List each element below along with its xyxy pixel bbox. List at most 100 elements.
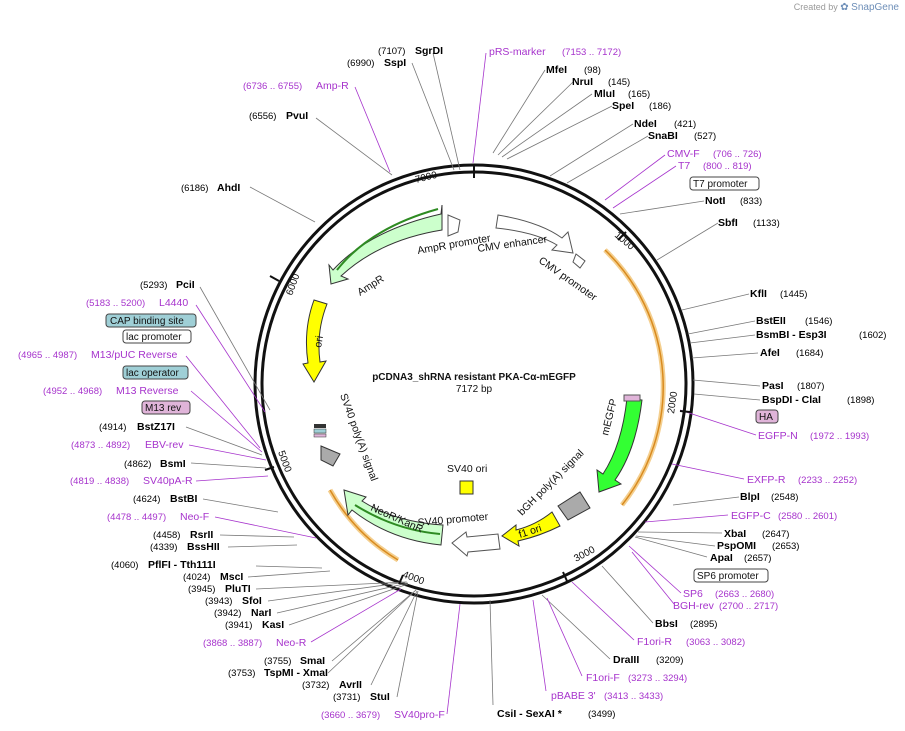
- feature-ampr-promoter[interactable]: [447, 214, 461, 237]
- enzyme-bsshii-label[interactable]: BssHII: [187, 541, 220, 553]
- sp6-promoter-feature[interactable]: SP6 promoter: [693, 568, 769, 583]
- primer-m13-puc-reverse-label[interactable]: M13/pUC Reverse: [91, 349, 178, 361]
- primer-ebv-rev-position: (4873 .. 4892): [71, 440, 130, 451]
- plasmid-name: pCDNA3_shRNA resistant PKA-Cα-mEGFP: [372, 372, 576, 383]
- primer-l4440-label[interactable]: L4440: [159, 297, 188, 309]
- feature-megfp[interactable]: [596, 394, 643, 493]
- enzyme-sspi-label[interactable]: SspI: [384, 57, 406, 69]
- tick-label-6000: 6000: [284, 272, 302, 297]
- feature-neor[interactable]: [343, 489, 444, 546]
- enzyme-mlui-label[interactable]: MluI: [594, 88, 615, 100]
- enzyme-bspdi-clai-label[interactable]: BspDI - ClaI: [762, 394, 821, 406]
- enzyme-noti-label[interactable]: NotI: [705, 195, 725, 207]
- primer-egfp-c-label[interactable]: EGFP-C: [731, 510, 771, 522]
- enzyme-nrui-label[interactable]: NruI: [572, 76, 593, 88]
- enzyme-bbsi-label[interactable]: BbsI: [655, 618, 678, 630]
- feature-f1-ori[interactable]: [501, 511, 561, 547]
- primer-f1ori-r-label[interactable]: F1ori-R: [637, 636, 672, 648]
- enzyme-kasi-label[interactable]: KasI: [262, 619, 284, 631]
- ha-feature[interactable]: HA: [755, 409, 779, 424]
- enzyme-apai-label[interactable]: ApaI: [710, 552, 733, 564]
- primer-prs-marker-position: (7153 .. 7172): [562, 47, 621, 58]
- enzyme-smai-label[interactable]: SmaI: [300, 655, 325, 667]
- enzyme-mfei-position: (98): [584, 65, 601, 76]
- primer-ebv-rev-label[interactable]: EBV-rev: [145, 439, 184, 451]
- enzyme-nari-label[interactable]: NarI: [251, 607, 272, 619]
- enzyme-msci-label[interactable]: MscI: [220, 571, 243, 583]
- label-sv40-promoter: SV40 promoter: [417, 511, 489, 529]
- enzyme-afei-label[interactable]: AfeI: [760, 347, 780, 359]
- enzyme-pflfi-tth111i-label[interactable]: PflFI - Tth111I: [148, 559, 216, 571]
- enzyme-ndei-label[interactable]: NdeI: [634, 118, 657, 130]
- m13-rev-feature[interactable]: M13 rev: [141, 400, 191, 415]
- t7-promoter-feature[interactable]: T7 promoter: [689, 176, 760, 191]
- enzyme-csii-sexai-label[interactable]: CsiI - SexAI *: [497, 708, 563, 720]
- enzyme-sgrdi-label[interactable]: SgrDI: [415, 45, 443, 57]
- enzyme-bsmi-label[interactable]: BsmI: [160, 458, 186, 470]
- enzyme-kasi-position: (3941): [225, 620, 252, 631]
- enzyme-pspomi-label[interactable]: PspOMI: [717, 540, 756, 552]
- tick-label-3000: 3000: [572, 544, 597, 564]
- enzyme-tspmi-xmai-label[interactable]: TspMI - XmaI: [264, 667, 328, 679]
- primer-t7-label[interactable]: T7: [678, 160, 690, 172]
- primer-l4440-position: (5183 .. 5200): [86, 298, 145, 309]
- enzyme-sfoi-label[interactable]: SfoI: [242, 595, 262, 607]
- enzyme-pasi-label[interactable]: PasI: [762, 380, 784, 392]
- primer-cmv-f-label[interactable]: CMV-F: [667, 148, 700, 160]
- primer-exfp-r-label[interactable]: EXFP-R: [747, 474, 786, 486]
- primer-sv40pro-f-position: (3660 .. 3679): [321, 710, 380, 721]
- enzyme-ahdi-position: (6186): [181, 183, 208, 194]
- plasmid-size: 7172 bp: [456, 384, 493, 395]
- enzyme-pluti-position: (3945): [188, 584, 215, 595]
- enzyme-avrii-label[interactable]: AvrII: [339, 679, 362, 691]
- primer-prs-marker-label[interactable]: pRS-marker: [489, 46, 546, 58]
- enzyme-bspdi-clai-position: (1898): [847, 395, 874, 406]
- enzyme-mfei-label[interactable]: MfeI: [546, 64, 567, 76]
- lac-operator-feature[interactable]: lac operator: [122, 365, 189, 380]
- primer-sv40pa-r-label[interactable]: SV40pA-R: [143, 475, 193, 487]
- primer-neo-r-label[interactable]: Neo-R: [276, 637, 307, 649]
- enzyme-draiii-label[interactable]: DraIII: [613, 654, 639, 666]
- enzyme-spei-label[interactable]: SpeI: [612, 100, 634, 112]
- enzyme-ahdi-label[interactable]: AhdI: [217, 182, 240, 194]
- primer-amp-r-label[interactable]: Amp-R: [316, 80, 349, 92]
- enzyme-stui-label[interactable]: StuI: [370, 691, 390, 703]
- enzyme-kfli-label[interactable]: KflI: [750, 288, 767, 300]
- enzyme-pcii-label[interactable]: PciI: [176, 279, 195, 291]
- primer-sv40pro-f-label[interactable]: SV40pro-F: [394, 709, 445, 721]
- feature-cmv-enhancer[interactable]: [495, 214, 574, 254]
- enzyme-bstz17i-label[interactable]: BstZ17I: [137, 421, 175, 433]
- enzyme-blpi-label[interactable]: BlpI: [740, 491, 760, 503]
- feature-ampr[interactable]: [328, 204, 443, 285]
- feature-cmv-promoter[interactable]: [572, 253, 586, 269]
- feature-sv40-ori[interactable]: [459, 480, 474, 495]
- enzyme-rsrii-label[interactable]: RsrII: [190, 529, 213, 541]
- enzyme-snabi-label[interactable]: SnaBI: [648, 130, 678, 142]
- primer-f1ori-f-label[interactable]: F1ori-F: [586, 672, 620, 684]
- primer-pbabe-3-label[interactable]: pBABE 3': [551, 690, 596, 702]
- feature-ori[interactable]: [302, 299, 328, 383]
- enzyme-kfli-position: (1445): [780, 289, 807, 300]
- enzyme-pvui-position: (6556): [249, 111, 276, 122]
- primer-sp6-label[interactable]: SP6: [683, 588, 703, 600]
- feature-bgh-polya[interactable]: [557, 491, 591, 521]
- lac-promoter-feature[interactable]: lac promoter: [122, 329, 192, 344]
- feature-sv40-polya[interactable]: [313, 424, 341, 467]
- enzyme-pvui-label[interactable]: PvuI: [286, 110, 308, 122]
- primer-bgh-rev-label[interactable]: BGH-rev: [673, 600, 715, 612]
- enzyme-sbfi-label[interactable]: SbfI: [718, 217, 738, 229]
- enzyme-xbai-label[interactable]: XbaI: [724, 528, 746, 540]
- primer-egfp-n-label[interactable]: EGFP-N: [758, 430, 798, 442]
- feature-sv40-promoter[interactable]: [451, 531, 501, 557]
- enzyme-smai-position: (3755): [264, 656, 291, 667]
- primer-neo-f-position: (4478 .. 4497): [107, 512, 166, 523]
- primer-neo-f-label[interactable]: Neo-F: [180, 511, 209, 523]
- cap-binding-site-feature[interactable]: CAP binding site: [105, 313, 197, 328]
- enzyme-bsmbi-esp3i-label[interactable]: BsmBI - Esp3I: [756, 329, 827, 341]
- primer-m13-reverse-label[interactable]: M13 Reverse: [116, 385, 179, 397]
- enzyme-pluti-label[interactable]: PluTI: [225, 583, 251, 595]
- enzyme-bstbi-label[interactable]: BstBI: [170, 493, 198, 505]
- enzyme-apai-position: (2657): [744, 553, 771, 564]
- enzyme-bsteii-label[interactable]: BstEII: [756, 315, 786, 327]
